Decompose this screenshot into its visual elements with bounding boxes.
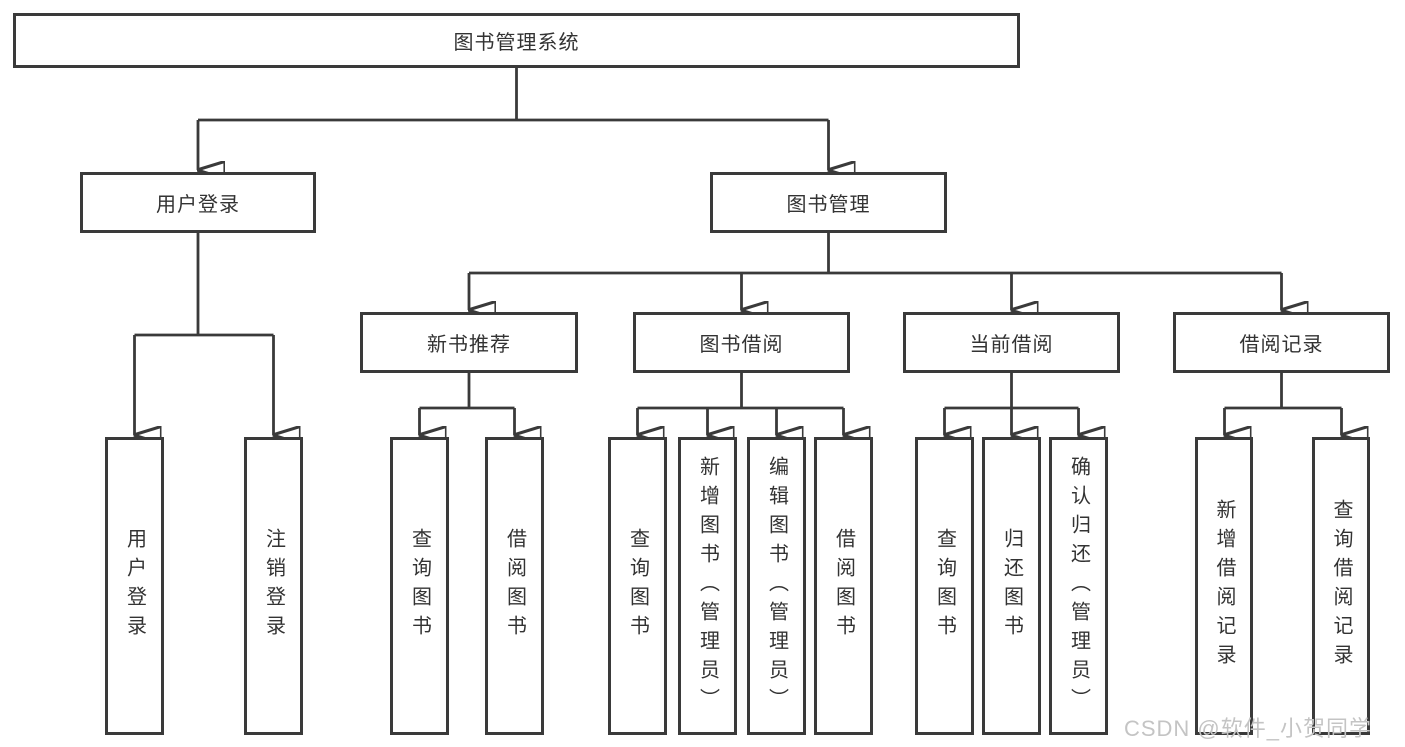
connector-borrowing-records-children [1223,373,1342,435]
leaf-add-book-admin: 新增图书（管理员） [678,437,737,735]
connector-book-management-children [467,233,1282,310]
leaf-borrow-books-borrowing: 借阅图书 [814,437,873,735]
node-new-book-recommend: 新书推荐 [360,312,578,373]
node-book-borrowing: 图书借阅 [633,312,850,373]
leaf-user-login: 用户登录 [105,437,164,735]
leaf-borrow-books-recommend: 借阅图书 [485,437,544,735]
connector-book-borrowing-children [636,373,844,435]
leaf-query-borrow-record: 查询借阅记录 [1312,437,1370,735]
leaf-return-book: 归还图书 [982,437,1041,735]
leaf-query-books-current: 查询图书 [915,437,974,735]
node-user-login: 用户登录 [80,172,316,233]
leaf-edit-book-admin: 编辑图书（管理员） [747,437,806,735]
connector-root-to-level2 [196,68,829,170]
leaf-query-books-recommend: 查询图书 [390,437,449,735]
csdn-watermark: CSDN @软件_小贺同学 [1123,716,1372,741]
node-book-management: 图书管理 [710,172,947,233]
node-current-borrowing: 当前借阅 [903,312,1120,373]
leaf-add-borrow-record: 新增借阅记录 [1195,437,1253,735]
connector-current-borrowing-children [943,373,1079,435]
leaf-query-books-borrowing: 查询图书 [608,437,667,735]
leaf-logout: 注销登录 [244,437,303,735]
root-node-library-management-system: 图书管理系统 [13,13,1020,68]
node-borrowing-records: 借阅记录 [1173,312,1390,373]
connector-user-login-children [133,233,274,435]
leaf-confirm-return-admin: 确认归还（管理员） [1049,437,1108,735]
connector-new-book-recommend-children [418,373,515,435]
